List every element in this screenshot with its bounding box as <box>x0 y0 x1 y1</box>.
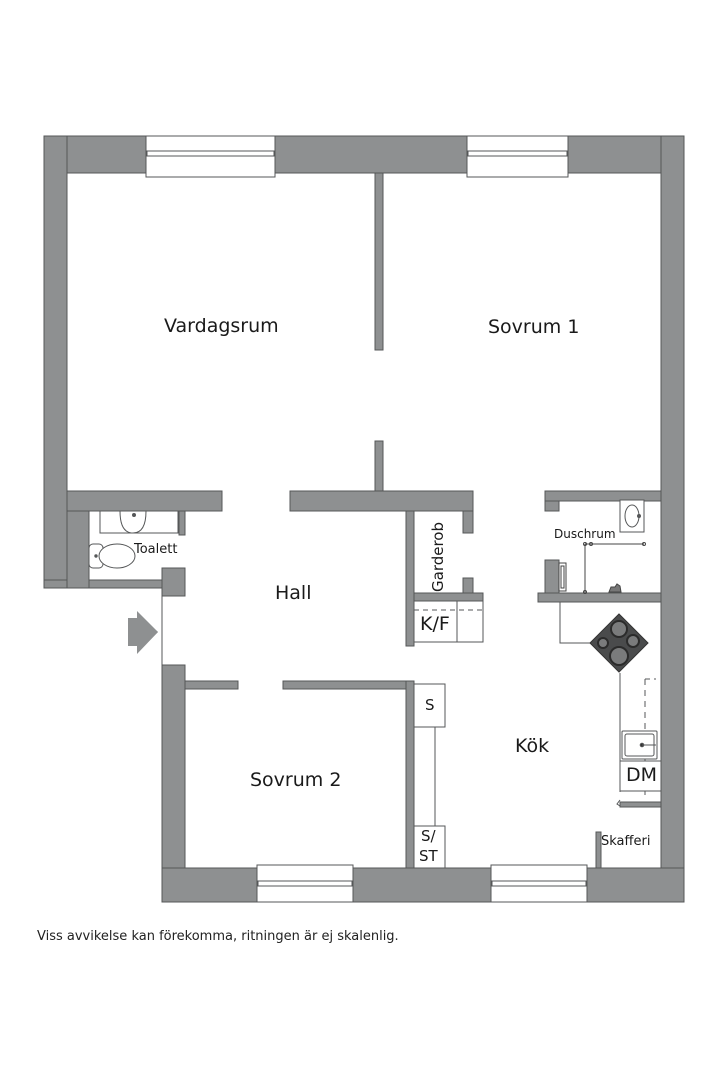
sst-cabinet <box>413 825 446 869</box>
fixture-label-sst-top: S/ <box>421 827 436 845</box>
disclaimer-text: Viss avvikelse kan förekomma, ritningen … <box>37 929 399 944</box>
fixture-label-kf: K/F <box>420 613 450 635</box>
wall-partition-lower <box>374 440 384 492</box>
shower-icon <box>558 542 646 594</box>
wall-partition-upper <box>374 172 384 351</box>
window-icon <box>145 135 588 903</box>
wall-right <box>660 135 685 903</box>
wall-toilet-left <box>66 510 90 589</box>
room-label-sovrum1: Sovrum 1 <box>488 316 580 338</box>
wall-toilet-bottom <box>43 579 183 589</box>
wall-sovrum2-right <box>405 680 415 869</box>
wall-left-lower <box>161 664 186 903</box>
stove-icon <box>589 613 649 673</box>
room-label-duschrum: Duschrum <box>554 527 616 541</box>
wall-duschrum-bottom <box>537 592 662 603</box>
wall-sovrum1-bottom <box>289 490 474 512</box>
kf-cabinet <box>413 600 484 643</box>
wall-garderob-bottom <box>413 592 484 602</box>
room-label-skafferi: Skafferi <box>601 834 651 849</box>
wall-duschrum-left <box>544 559 560 595</box>
wall-top <box>43 135 685 174</box>
wall-toilet-stub-top <box>178 510 186 536</box>
fixture-label-s: S <box>425 696 435 714</box>
wall-skafferi-top <box>619 801 662 808</box>
wall-skafferi-left <box>595 831 602 869</box>
wall-garderob-stub-top <box>462 510 474 534</box>
wall-duschrum-stub <box>544 500 560 512</box>
room-label-sovrum2: Sovrum 2 <box>250 769 342 791</box>
wall-duschrum-top <box>544 490 662 502</box>
s-cabinet <box>413 683 446 728</box>
room-label-garderob: Garderob <box>429 521 447 592</box>
wall-garderob-stub-bottom <box>462 577 474 594</box>
washbasin-icon <box>99 510 179 534</box>
fixture-label-sst-bottom: ST <box>419 847 438 865</box>
room-label-vardagsrum: Vardagsrum <box>164 315 279 337</box>
room-label-toalett: Toalett <box>134 542 178 557</box>
washbasin-icon <box>619 499 645 533</box>
sink-icon <box>621 730 658 760</box>
wall-toilet-stub-bottom <box>161 567 186 597</box>
wall-bottom <box>161 867 685 903</box>
wall-sovrum2-top-left <box>184 680 239 690</box>
room-label-hall: Hall <box>275 582 312 604</box>
room-label-kok: Kök <box>515 735 550 757</box>
fixture-label-dm: DM <box>626 764 658 786</box>
wall-left-upper <box>43 135 68 589</box>
wall-garderob-left <box>405 510 415 647</box>
wall-sovrum2-top-right <box>282 680 415 690</box>
toilet-icon <box>88 543 136 569</box>
wall-vardagsrum-bottom <box>66 490 223 512</box>
